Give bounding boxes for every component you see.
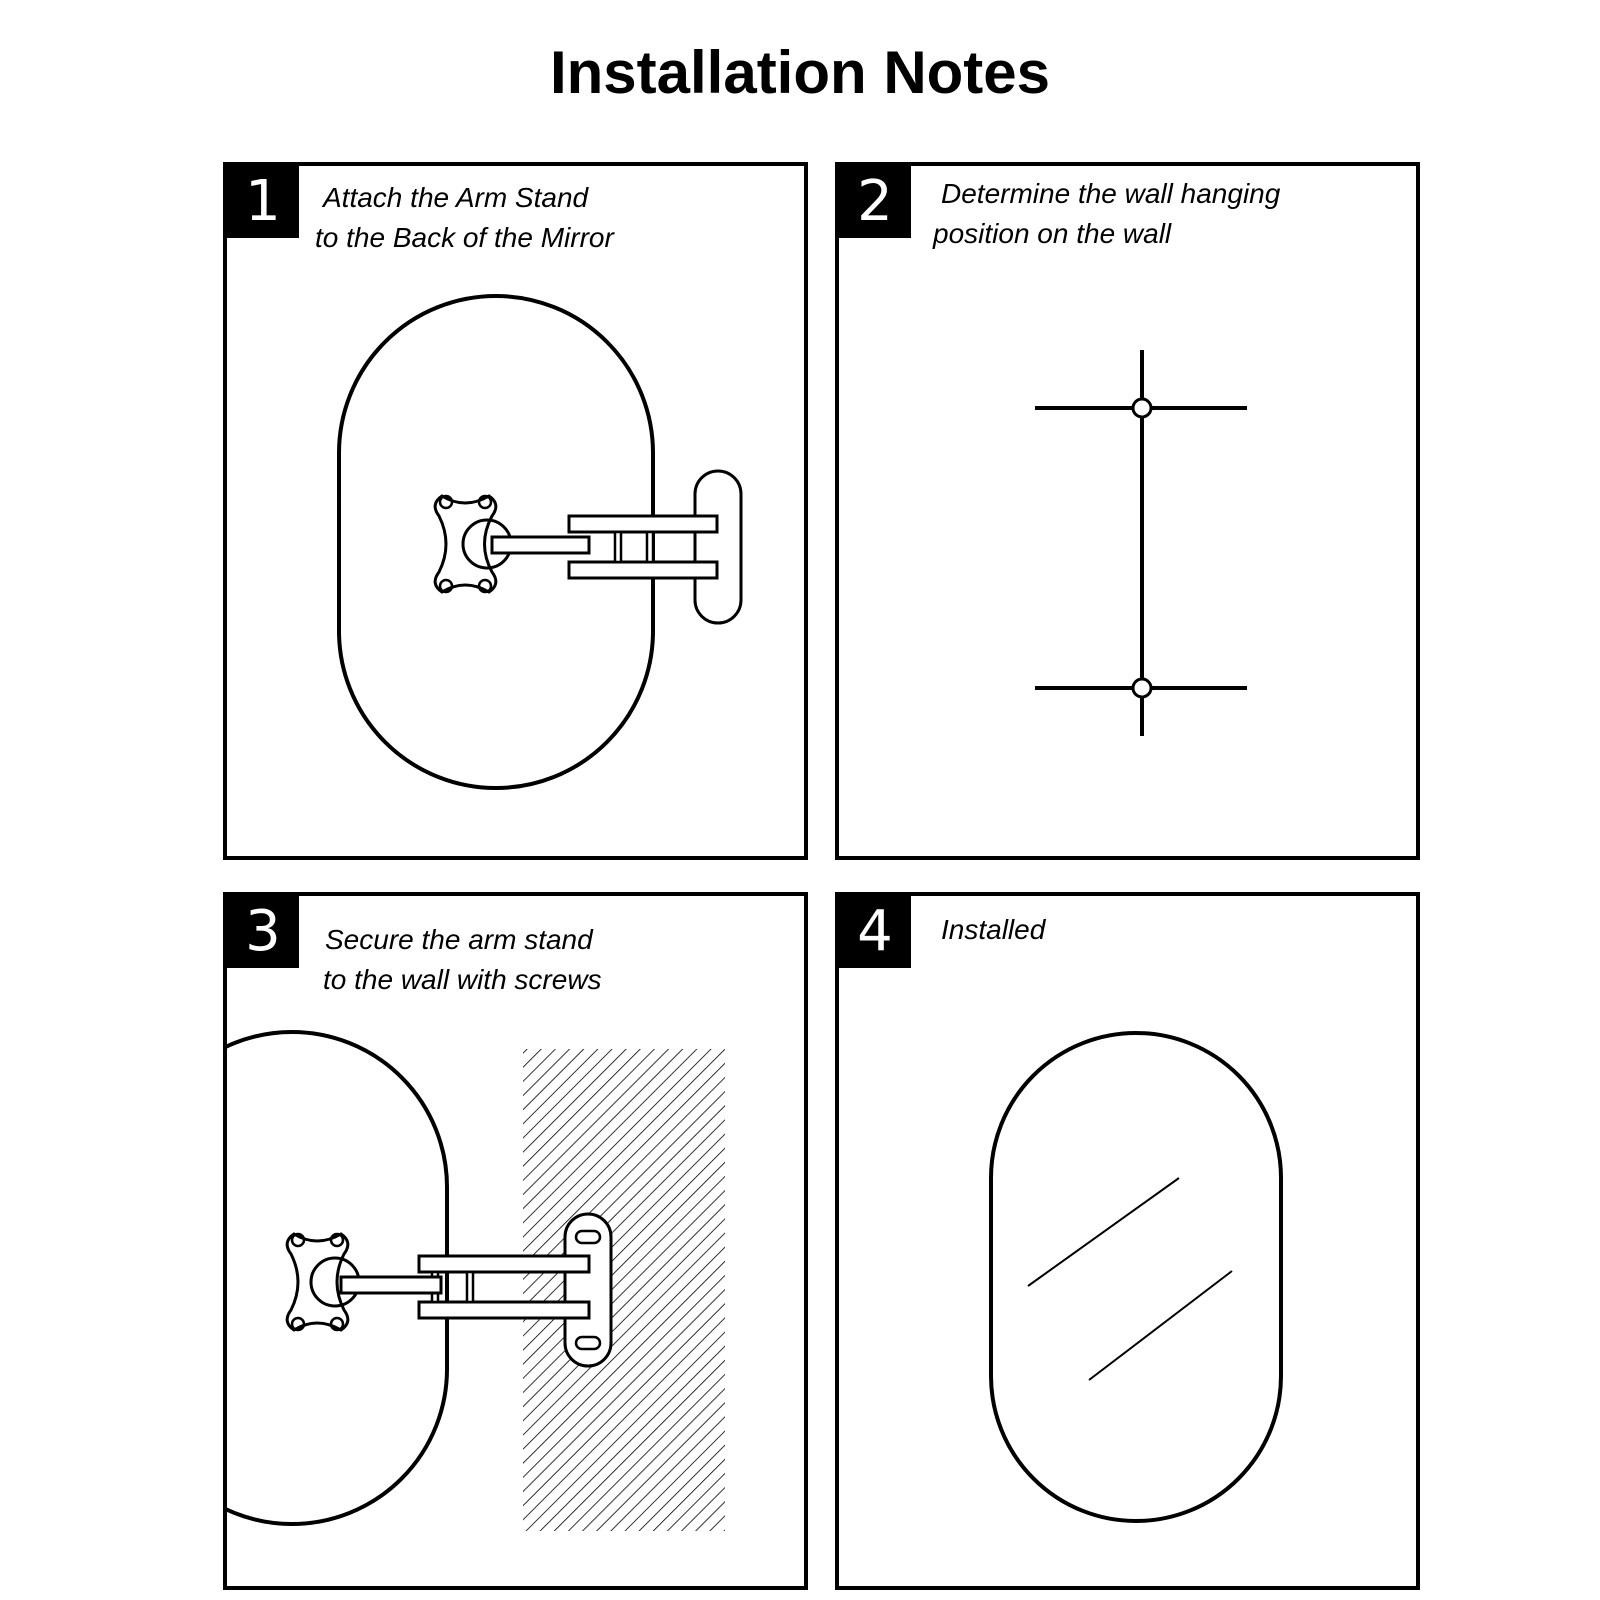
plate-screw-hole — [329, 1232, 345, 1248]
step-3-number-badge: 3 — [227, 896, 299, 968]
step-1-illustration — [337, 294, 743, 790]
step-1-panel: 1 Attach the Arm Stand to the Back of th… — [223, 162, 808, 860]
arm-joint — [613, 530, 623, 564]
step-3-caption-line-1: Secure the arm stand — [325, 924, 593, 955]
page-title: Installation Notes — [549, 39, 1051, 106]
installed-mirror-outline — [989, 1031, 1283, 1523]
step-2-caption-line-1: Determine the wall hanging — [941, 178, 1281, 209]
step-1-number-badge: 1 — [227, 166, 299, 238]
plate-screw-hole — [290, 1232, 306, 1248]
plate-screw-hole — [329, 1316, 345, 1332]
step-3-illustration — [227, 1030, 725, 1531]
arm-connector-bar — [490, 535, 591, 555]
plate-screw-hole — [438, 494, 454, 510]
mirror-reflection-line — [1027, 1177, 1180, 1287]
mounting-plate — [433, 494, 498, 594]
step-2-panel: 2 Determine the wall hanging position on… — [835, 162, 1420, 860]
step-2-illustration — [1035, 350, 1247, 736]
plate-screw-hole — [477, 578, 493, 594]
arm-upper-bar — [417, 1254, 591, 1274]
arm-joint — [645, 530, 655, 564]
step-3-panel: 3 Secure the arm stand to the wall with … — [223, 892, 808, 1590]
step-3-caption: Secure the arm stand to the wall with sc… — [323, 920, 602, 1000]
step-3-caption-line-2: to the wall with screws — [323, 964, 602, 995]
step-1-caption: Attach the Arm Stand to the Back of the … — [315, 178, 614, 258]
step-4-caption: Installed — [941, 910, 1045, 950]
wall-hatch-area — [523, 1049, 725, 1531]
bracket-slot-lower — [574, 1335, 602, 1351]
arm-joint — [465, 1270, 475, 1304]
arm-connector-bar — [339, 1275, 443, 1295]
plate-screw-hole — [438, 578, 454, 594]
step-4-panel: 4 Installed — [835, 892, 1420, 1590]
lower-mark-point — [1131, 677, 1153, 699]
step-1-caption-line-1: Attach the Arm Stand — [323, 182, 589, 213]
arm-lower-bar — [567, 560, 719, 580]
step-4-caption-line-1: Installed — [941, 914, 1046, 945]
step-4-illustration — [989, 1031, 1283, 1523]
upper-mark-point — [1131, 397, 1153, 419]
step-2-number-badge: 2 — [839, 166, 911, 238]
step-1-caption-line-2: to the Back of the Mirror — [315, 222, 614, 253]
wall-bracket — [693, 469, 743, 625]
plate-screw-hole — [477, 494, 493, 510]
arm-upper-bar — [567, 514, 719, 534]
bracket-slot-upper — [574, 1229, 602, 1245]
step-4-number-badge: 4 — [839, 896, 911, 968]
mirror-reflection-line — [1088, 1270, 1233, 1381]
plate-screw-hole — [290, 1316, 306, 1332]
step-2-caption: Determine the wall hanging position on t… — [933, 174, 1280, 254]
arm-lower-bar — [417, 1300, 591, 1320]
step-2-caption-line-2: position on the wall — [933, 218, 1172, 249]
wall-bracket — [563, 1212, 613, 1368]
